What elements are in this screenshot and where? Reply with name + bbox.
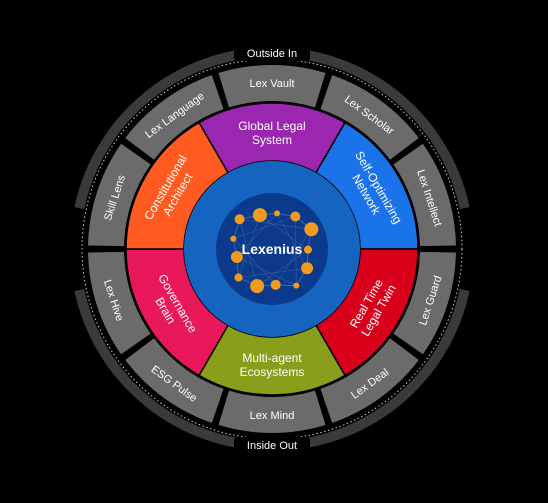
network-node [230,250,243,263]
network-link [239,219,258,287]
network-link [233,216,296,239]
outer-segment-label: Lex Mind [250,410,295,422]
network-node [234,214,245,225]
outer-segment-shape [218,390,326,433]
outer-segment-lex-guard: Lex Guard [393,251,456,355]
inner-segment-line: Multi-agent [242,351,302,365]
outer-segment-shape [218,65,326,108]
inside-out-label-bg [234,437,310,453]
network-node [304,222,319,237]
inner-segment-line: Ecosystems [240,365,305,379]
outside-in-label-bg [234,45,310,61]
inside-out-label: Inside Out [234,437,310,453]
dotted-outline [81,58,463,440]
network-link [236,213,278,258]
network-link [259,214,309,250]
outer-segment-shape [125,75,224,160]
network-link [238,215,261,278]
network-node [270,279,281,290]
outside-in-label: Outside In [234,45,310,61]
outer-segment-lex-mind: Lex Mind [218,390,326,433]
network-node [274,210,281,217]
network-link [276,213,308,269]
network-link [239,218,312,230]
network-node [234,273,243,282]
inner-segment-real-time-legal-twin: Real TimeLegal Twin [314,248,419,377]
network-node [303,245,312,254]
network-link [295,216,297,286]
inside-out-label-text: Inside Out [247,440,297,452]
network-link [233,238,276,286]
outer-segment-shape [320,338,419,423]
outer-segment-shape [88,251,151,355]
outside-in-label-text: Outside In [247,48,297,60]
network-icon [230,208,319,294]
network-link [236,256,297,286]
inner-segment-line: Global Legal [238,119,305,133]
network-node [252,208,267,223]
network-link [256,249,309,287]
outer-segment-shape [125,338,224,423]
outer-segment-shape [320,75,419,160]
outer-segment-shape [393,143,456,247]
outer-segment-shape [393,251,456,355]
network-node [290,211,301,222]
network-link [275,229,312,285]
outer-segment-shape [88,143,151,247]
outer-segment-skill-lens: Skill Lens [88,143,151,247]
network-node [301,262,314,275]
inner-segment-line: System [252,133,292,147]
center-title: Lexenius [242,241,303,257]
network-node [293,282,300,289]
outer-segment-lex-hive: Lex Hive [88,251,151,355]
network-node [230,235,237,242]
inner-segment-constitutional-architect: ConstitutionalArchitect [125,121,230,250]
outer-segment-lex-vault: Lex Vault [218,65,326,108]
network-node [250,279,265,294]
outer-segment-lex-intellect: Lex Intellect [393,143,456,247]
network-link [238,267,308,278]
outer-segment-label: Lex Vault [249,78,294,90]
